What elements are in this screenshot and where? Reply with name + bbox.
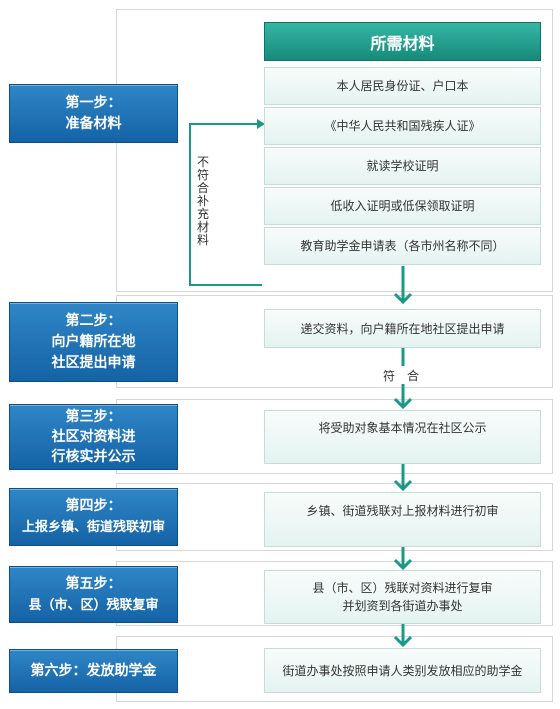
action-line: 街道办事处按照申请人类别发放相应的助学金 [282,663,523,678]
action-line: 乡镇、街道残联对上报材料进行初审 [306,503,499,518]
step-2-line: 向户籍所在地 [51,333,136,350]
step-4-box: 第四步： 上报乡镇、街道残联初审 [9,488,178,546]
action-box-initial-review: 乡镇、街道残联对上报材料进行初审 [264,492,541,547]
action-box-publicize: 将受助对象基本情况在社区公示 [264,410,541,464]
material-item: 低收入证明或低保领取证明 [264,187,541,225]
step-5-line: 第五步： [65,575,122,592]
loop-label-char: 料 [196,233,209,247]
action-line: 县（市、区）残联对资料进行复审 [312,581,493,595]
step-6-line: 第六步：发放助学金 [30,662,157,679]
action-line: 递交资料，向户籍所在地社区提出申请 [300,321,505,336]
down-arrow-1 [393,266,413,305]
material-item: 就读学校证明 [264,147,541,185]
material-item: 教育助学金申请表（各市州名称不同） [264,227,541,265]
materials-header: 所需材料 [264,22,541,61]
down-arrow-4 [393,547,413,571]
loop-label-char: 不 [196,155,209,169]
down-arrow-5 [393,624,413,648]
step-5-box: 第五步： 县（市、区）残联复审 [9,566,178,623]
step-2-line: 第二步： [65,312,122,329]
match-label: 符 合 [383,369,420,383]
step-1-box: 第一步： 准备材料 [9,84,178,143]
step-3-line: 第三步： [65,409,122,425]
loop-label: 不符合补充材料 [196,156,210,247]
step-3-line: 行核实并公示 [51,449,136,465]
step-6-box: 第六步：发放助学金 [9,649,178,693]
loop-label-char: 合 [196,181,209,195]
step-2-line: 社区提出申请 [51,354,136,371]
loop-label-char: 符 [196,168,209,182]
action-line: 并划资到各街道办事处 [342,599,463,613]
loop-back-line [189,123,262,286]
step-3-line: 社区对资料进 [51,429,136,445]
loop-label-char: 充 [196,207,209,221]
step-5-line: 县（市、区）残联复审 [28,597,159,613]
step-4-line: 第四步： [65,498,122,514]
material-item: 本人居民身份证、户口本 [264,67,541,105]
material-item: 《中华人民共和国残疾人证》 [264,107,541,145]
step-3-box: 第三步： 社区对资料进 行核实并公示 [9,404,178,470]
action-line: 将受助对象基本情况在社区公示 [318,421,487,435]
step-1-line: 准备材料 [65,115,122,132]
match-label-bg [380,366,426,384]
action-box-second-review: 县（市、区）残联对资料进行复审 并划资到各街道办事处 [264,570,541,624]
step-1-line: 第一步： [65,94,122,111]
loop-label-char: 材 [196,220,209,234]
action-box-distribute: 街道办事处按照申请人类别发放相应的助学金 [264,648,541,693]
step-4-line: 上报乡镇、街道残联初审 [21,520,165,535]
step-2-box: 第二步： 向户籍所在地 社区提出申请 [9,302,178,382]
loop-arrowhead [257,119,265,129]
down-arrow-3 [393,464,413,492]
loop-label-char: 补 [196,194,209,208]
action-box-submit: 递交资料，向户籍所在地社区提出申请 [264,309,541,348]
